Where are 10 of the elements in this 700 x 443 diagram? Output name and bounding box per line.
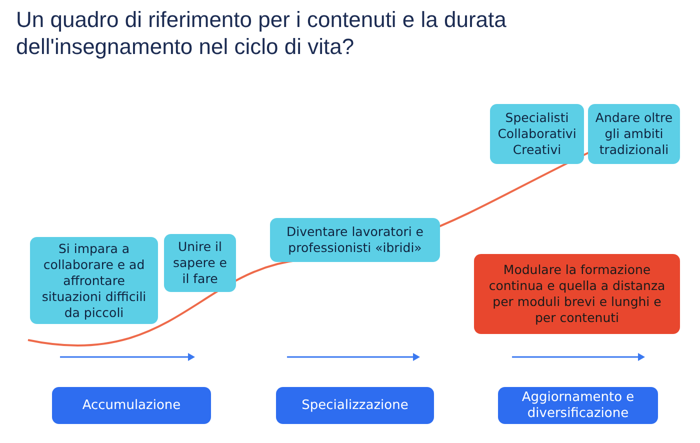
stage-box: Andare oltre gli ambiti tradizionali (588, 104, 680, 164)
stage-box: Unire il sapere e il fare (164, 234, 236, 292)
phase-button: Aggiornamento e diversificazione (498, 387, 658, 424)
highlight-box: Modulare la formazione continua e quella a distanza per moduli brevi e lunghi e per contenuti (474, 254, 680, 334)
stage-box: Si impara a collaborare e ad affrontare situazioni difficili da piccoli (30, 237, 158, 324)
phase-button: Accumulazione (52, 387, 211, 424)
phase-button: Specializzazione (276, 387, 434, 424)
title: Un quadro di riferimento per i contenuti e la durata dell'insegnamento nel ciclo di vita? (16, 6, 508, 60)
stage-box: Diventare lavoratori e professionisti «ibridi» (270, 218, 440, 262)
stage-box: Specialisti Collaborativi Creativi (490, 104, 584, 164)
